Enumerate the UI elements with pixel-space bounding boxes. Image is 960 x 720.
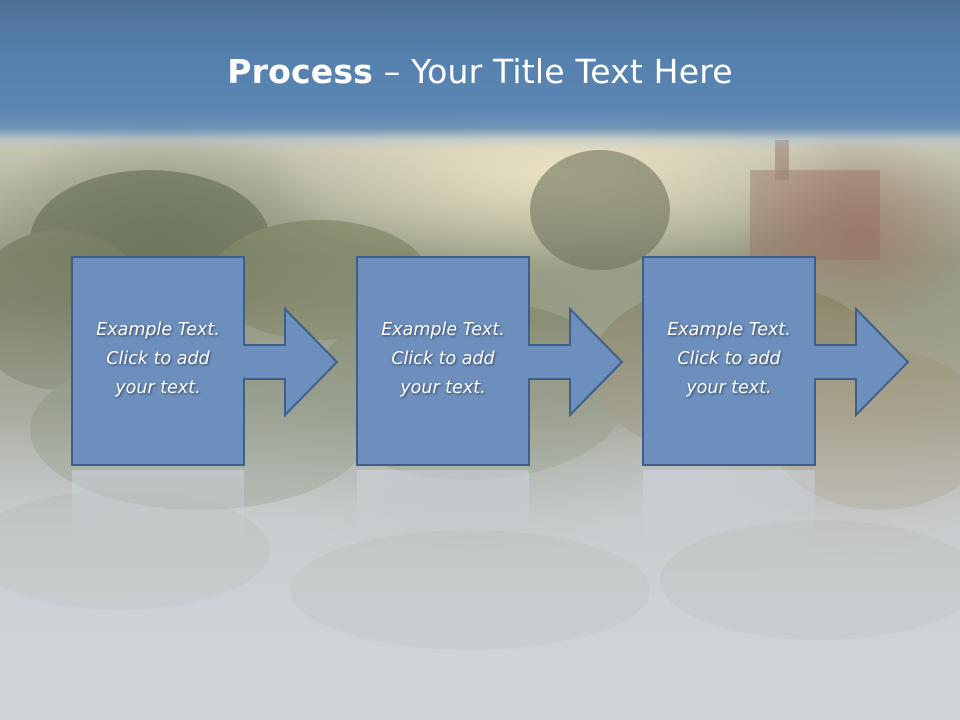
step-text[interactable]: Example Text. Click to add your text. [644,316,814,403]
title-rest: – Your Title Text Here [373,52,733,91]
step-text-line: Click to add [391,349,495,369]
step-text-line: Example Text. [381,320,505,340]
process-step-2[interactable]: Example Text. Click to add your text. [356,256,624,468]
process-step-3[interactable]: Example Text. Click to add your text. [642,256,910,468]
process-step-1[interactable]: Example Text. Click to add your text. [71,256,339,468]
step-text-line: your text. [400,378,486,398]
slide-title[interactable]: Process – Your Title Text Here [0,52,960,91]
step-text[interactable]: Example Text. Click to add your text. [358,316,528,403]
arrow-callout-shape [642,256,910,466]
step-text[interactable]: Example Text. Click to add your text. [73,316,243,403]
title-band [0,0,960,150]
step-text-line: your text. [686,378,772,398]
step-text-line: your text. [115,378,201,398]
step-text-line: Example Text. [667,320,791,340]
arrow-callout-shape [71,256,339,466]
arrow-callout-shape [356,256,624,466]
step-text-line: Click to add [677,349,781,369]
step-text-line: Click to add [106,349,210,369]
title-bold: Process [227,52,374,91]
step-text-line: Example Text. [96,320,220,340]
